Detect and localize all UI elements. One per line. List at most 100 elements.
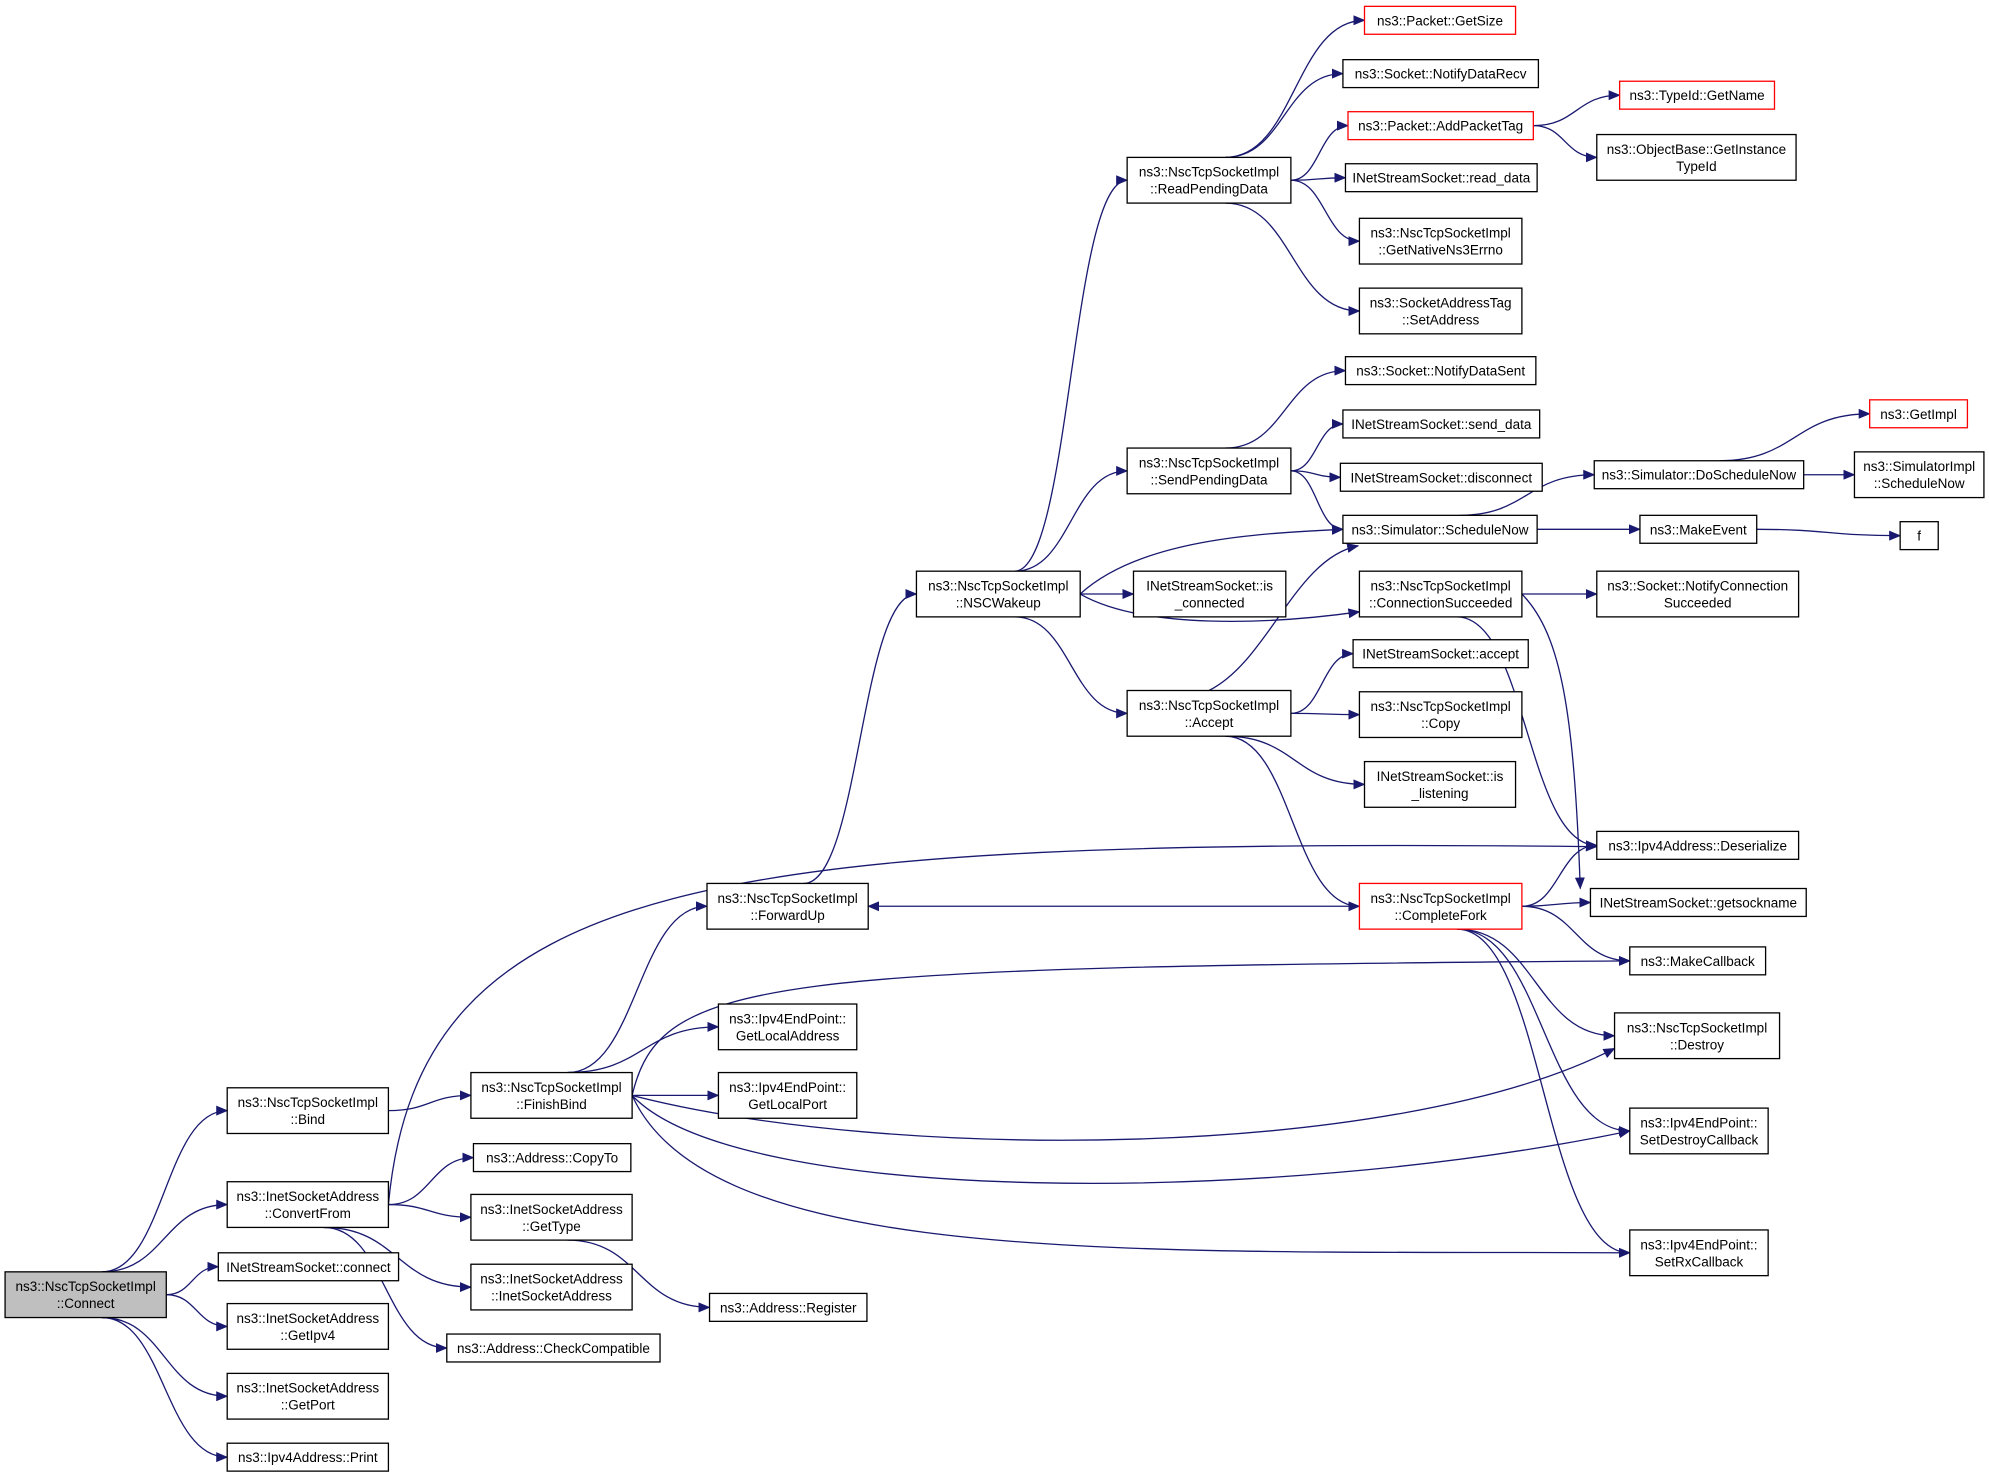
function-node-box: [717, 1003, 858, 1051]
function-node-isconnected[interactable]: INetStreamSocket::is_connected: [1132, 570, 1287, 618]
function-node-islistening[interactable]: INetStreamSocket::is_listening: [1363, 760, 1517, 808]
function-node-sendpending[interactable]: ns3::NscTcpSocketImpl::SendPendingData: [1126, 447, 1292, 495]
function-node-getipv4[interactable]: ns3::InetSocketAddress::GetIpv4: [226, 1302, 390, 1350]
function-node-nscwakeup[interactable]: ns3::NscTcpSocketImpl::NSCWakeup: [915, 570, 1081, 618]
function-node-bind[interactable]: ns3::NscTcpSocketImpl::Bind: [226, 1087, 390, 1135]
call-edge-addpackettag-to-getinstancetypeid: [1533, 125, 1598, 163]
function-node-box: [226, 1087, 390, 1135]
call-edge-readpending-to-notifydatarecv: [1225, 68, 1344, 159]
function-node-box: [1352, 639, 1529, 669]
function-node-simimpl-schedulenow[interactable]: ns3::SimulatorImpl::ScheduleNow: [1853, 451, 1985, 499]
call-edge-connect-root-to-ipv4print: [101, 1316, 229, 1463]
function-node-getnativeerrno[interactable]: ns3::NscTcpSocketImpl::GetNativeNs3Errno: [1358, 217, 1523, 265]
call-edge-completefork-to-setdestroycb: [1456, 928, 1631, 1136]
function-node-box: [1358, 287, 1523, 335]
function-node-connect-root[interactable]: ns3::NscTcpSocketImpl::Connect: [4, 1271, 167, 1319]
function-node-f[interactable]: f: [1899, 521, 1939, 551]
function-node-disconnect[interactable]: INetStreamSocket::disconnect: [1339, 462, 1543, 492]
function-node-label: ns3::Packet::AddPacketTag: [1358, 119, 1523, 134]
function-node-inss-connect[interactable]: INetStreamSocket::connect: [217, 1252, 400, 1282]
function-node-getsize[interactable]: ns3::Packet::GetSize: [1363, 5, 1517, 35]
function-node-register[interactable]: ns3::Address::Register: [708, 1292, 868, 1322]
function-node-box: [226, 1302, 390, 1350]
call-edge-convertfrom-to-gettype: [388, 1203, 472, 1223]
function-node-setaddress[interactable]: ns3::SocketAddressTag::SetAddress: [1358, 287, 1523, 335]
function-node-label: INetStreamSocket::read_data: [1352, 171, 1530, 186]
function-node-label: ns3::Ipv4EndPoint::: [1640, 1237, 1757, 1252]
function-node-label: ::InetSocketAddress: [491, 1289, 612, 1304]
call-edge-schedulenow-to-doschedulenow: [1459, 469, 1596, 516]
function-node-box: [1589, 887, 1807, 918]
function-node-finishbind[interactable]: ns3::NscTcpSocketImpl::FinishBind: [470, 1071, 633, 1119]
function-node-completefork[interactable]: ns3::NscTcpSocketImpl::CompleteFork: [1358, 882, 1523, 930]
function-node-box: [1342, 409, 1541, 439]
function-node-ipv4print[interactable]: ns3::Ipv4Address::Print: [226, 1442, 390, 1472]
function-node-label: ::SetAddress: [1402, 312, 1480, 327]
function-node-box: [470, 1071, 633, 1119]
function-node-label: ::SendPendingData: [1150, 472, 1268, 487]
function-node-box: [226, 1442, 390, 1472]
function-node-label: ::Copy: [1421, 716, 1460, 731]
call-edge-accept-impl-to-completefork: [1225, 735, 1361, 912]
function-node-getlocalport[interactable]: ns3::Ipv4EndPoint::GetLocalPort: [717, 1071, 858, 1119]
function-node-label: ::ConvertFrom: [265, 1206, 351, 1221]
function-node-schedulenow[interactable]: ns3::Simulator::ScheduleNow: [1342, 514, 1538, 544]
function-node-label: _connected: [1174, 596, 1245, 611]
function-node-label: ns3::NscTcpSocketImpl: [481, 1080, 621, 1095]
function-node-addpackettag[interactable]: ns3::Packet::AddPacketTag: [1347, 111, 1534, 141]
call-edge-accept-impl-to-islistening: [1225, 735, 1366, 790]
function-node-deserialize[interactable]: ns3::Ipv4Address::Deserialize: [1596, 830, 1800, 860]
function-node-label: ns3::NscTcpSocketImpl: [16, 1279, 156, 1294]
function-node-notifydatasent[interactable]: ns3::Socket::NotifyDataSent: [1344, 356, 1537, 386]
function-node-send-data[interactable]: INetStreamSocket::send_data: [1342, 409, 1541, 439]
function-node-box: [1358, 570, 1523, 618]
call-edge-nscwakeup-to-sendpending: [1014, 465, 1129, 572]
function-node-label: f: [1917, 529, 1921, 544]
function-node-notifydatarecv[interactable]: ns3::Socket::NotifyDataRecv: [1342, 59, 1540, 89]
function-node-typeid-getname[interactable]: ns3::TypeId::GetName: [1618, 80, 1776, 110]
function-node-box: [472, 1142, 632, 1173]
function-node-setrxcb[interactable]: ns3::Ipv4EndPoint::SetRxCallback: [1629, 1229, 1769, 1277]
function-node-read-data[interactable]: INetStreamSocket::read_data: [1344, 163, 1538, 193]
function-node-getimpl[interactable]: ns3::GetImpl: [1869, 399, 1969, 429]
function-node-readpending[interactable]: ns3::NscTcpSocketImpl::ReadPendingData: [1126, 156, 1292, 204]
function-node-checkcompat[interactable]: ns3::Address::CheckCompatible: [446, 1333, 661, 1363]
function-node-forwardup[interactable]: ns3::NscTcpSocketImpl::ForwardUp: [706, 882, 869, 930]
function-node-label: ns3::MakeEvent: [1650, 522, 1747, 537]
function-node-label: SetDestroyCallback: [1640, 1132, 1759, 1147]
function-node-box: [1339, 462, 1543, 492]
function-node-box: [1596, 570, 1800, 618]
call-edge-bind-to-finishbind: [388, 1090, 472, 1112]
function-node-setdestroycb[interactable]: ns3::Ipv4EndPoint::SetDestroyCallback: [1629, 1107, 1769, 1155]
function-node-convertfrom[interactable]: ns3::InetSocketAddress::ConvertFrom: [226, 1181, 390, 1229]
function-node-gettype[interactable]: ns3::InetSocketAddress::GetType: [470, 1193, 633, 1241]
function-node-inetsa-ctor[interactable]: ns3::InetSocketAddress::InetSocketAddres…: [470, 1263, 633, 1311]
call-edge-connsucceeded-to-deserialize: [1456, 616, 1598, 851]
function-node-label: ::ForwardUp: [750, 908, 824, 923]
function-node-label: ::GetNativeNs3Errno: [1378, 243, 1503, 258]
function-node-label: ::Accept: [1185, 715, 1234, 730]
function-node-copyto[interactable]: ns3::Address::CopyTo: [472, 1142, 632, 1173]
call-edge-nscwakeup-to-connsucceeded: [1079, 593, 1361, 622]
function-node-destroy[interactable]: ns3::NscTcpSocketImpl::Destroy: [1613, 1012, 1781, 1060]
function-node-makeevent[interactable]: ns3::MakeEvent: [1639, 514, 1758, 544]
function-node-label: ns3::InetSocketAddress: [237, 1311, 380, 1326]
function-node-label: ns3::Ipv4Address::Deserialize: [1608, 838, 1787, 853]
function-node-getlocaladdr[interactable]: ns3::Ipv4EndPoint::GetLocalAddress: [717, 1003, 858, 1051]
function-node-label: ::GetType: [522, 1219, 581, 1234]
function-node-label: ::CompleteFork: [1395, 908, 1488, 923]
function-node-getport[interactable]: ns3::InetSocketAddress::GetPort: [226, 1372, 390, 1420]
function-node-label: ::GetIpv4: [280, 1328, 335, 1343]
function-node-inss-accept[interactable]: INetStreamSocket::accept: [1352, 639, 1529, 669]
function-node-connsucceeded[interactable]: ns3::NscTcpSocketImpl::ConnectionSucceed…: [1358, 570, 1523, 618]
function-node-getsockname[interactable]: INetStreamSocket::getsockname: [1589, 887, 1807, 918]
function-node-box: [1347, 111, 1534, 141]
function-node-doschedulenow[interactable]: ns3::Simulator::DoScheduleNow: [1593, 460, 1805, 490]
function-node-makecallback[interactable]: ns3::MakeCallback: [1629, 946, 1767, 976]
function-node-copy[interactable]: ns3::NscTcpSocketImpl::Copy: [1358, 691, 1523, 739]
function-node-label: INetStreamSocket::getsockname: [1600, 895, 1797, 910]
function-node-accept-impl[interactable]: ns3::NscTcpSocketImpl::Accept: [1126, 689, 1292, 737]
function-node-label: ns3::NscTcpSocketImpl: [1371, 891, 1511, 906]
